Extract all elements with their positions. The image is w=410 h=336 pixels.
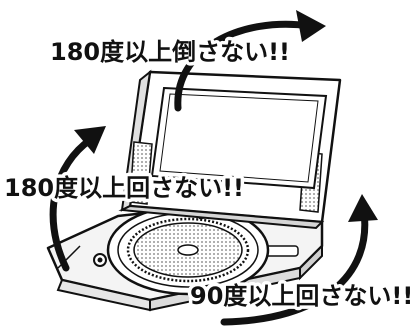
screen-housing [118, 69, 342, 230]
left-speaker-grille [129, 141, 153, 205]
tilt-arrow [174, 10, 326, 112]
motion-arrows [49, 10, 378, 326]
rotate-upper-arrow [49, 126, 106, 272]
tilt-warning-label: 180度以上倒さない!! [50, 38, 290, 66]
rotate-upper-warning-label: 180度以上回さない!! [4, 174, 244, 202]
dvd-player-illustration [46, 69, 342, 312]
disc-tray [106, 204, 270, 296]
lcd-screen [150, 86, 328, 190]
rotate-lower-warning-label: 90度以上回さない!! [190, 282, 410, 310]
rotate-lower-arrow [220, 194, 378, 326]
